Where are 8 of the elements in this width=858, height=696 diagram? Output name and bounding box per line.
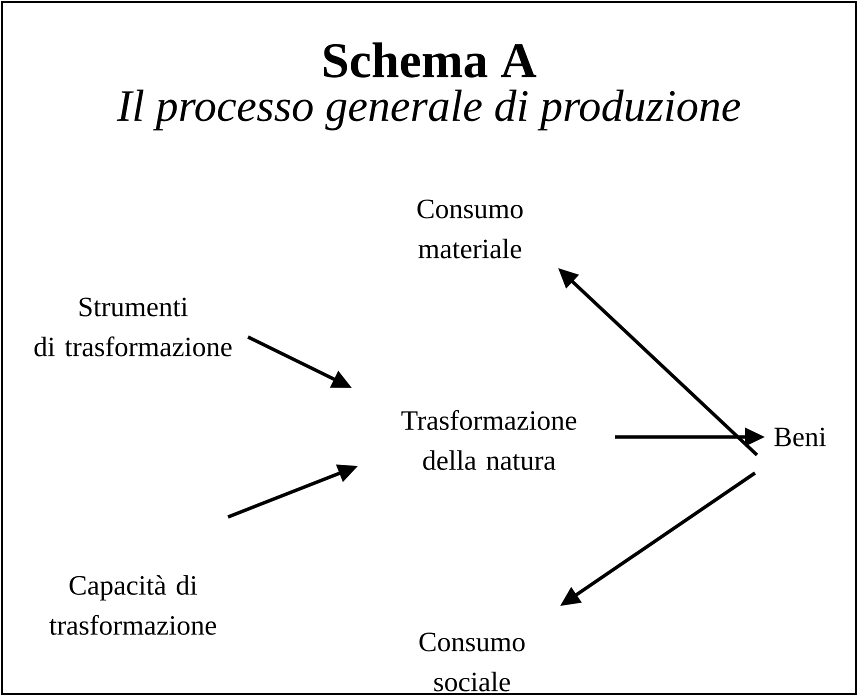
node-label: Trasformazione della natura bbox=[401, 410, 576, 470]
subtitle: Il processo generale di produzione bbox=[116, 90, 740, 130]
node-label: Strumenti di trasformazione bbox=[34, 298, 232, 356]
title: Schema A bbox=[324, 42, 536, 78]
node-label: Consumo sociale bbox=[419, 632, 525, 692]
node-label: Consumo materiale bbox=[417, 200, 523, 258]
node-label: Beni bbox=[774, 428, 826, 446]
node-label: Capacità di trasformazione bbox=[49, 575, 216, 635]
